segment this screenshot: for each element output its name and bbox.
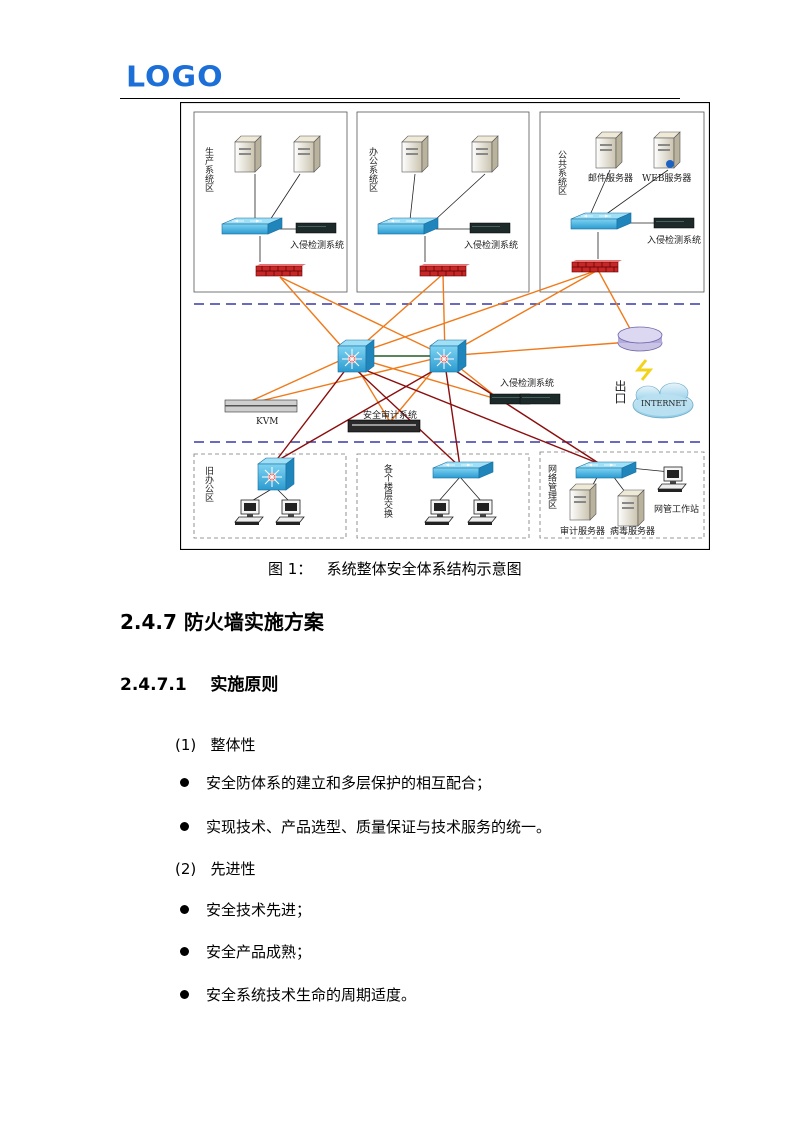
label-internet: INTERNET	[641, 399, 687, 408]
public-firewall	[571, 259, 623, 273]
audit-server	[569, 483, 597, 521]
label-nms-station: 网管工作站	[654, 503, 699, 515]
zone-office-text: 办公系统区	[367, 146, 378, 192]
label-ids-2: 入侵检测系统	[464, 239, 518, 251]
label-audit-system: 安全审计系统	[363, 409, 417, 421]
bullet-icon	[180, 947, 189, 956]
zone-floor-text: 各个楼层交换	[382, 463, 393, 519]
bullet-icon	[180, 822, 189, 831]
logo: LOGO	[126, 60, 224, 95]
label-ids-3: 入侵检测系统	[647, 234, 701, 246]
production-server-1	[234, 135, 262, 173]
office-ids	[469, 222, 511, 234]
mgmt-switch	[575, 461, 637, 479]
production-switch	[221, 217, 283, 235]
zone-production-text: 生产系统区	[203, 146, 214, 192]
list-item: 安全技术先进；	[206, 901, 312, 919]
list-item: (2) 先进性	[175, 860, 256, 878]
bullet-icon	[180, 990, 189, 999]
office-switch	[377, 217, 439, 235]
zone-old-office-text: 旧办公区	[203, 466, 214, 502]
office-server-2	[471, 135, 499, 173]
section-heading: 2.4.7 防火墙实施方案	[120, 610, 324, 634]
subsection-heading: 2.4.7.1 实施原则	[120, 675, 279, 695]
production-firewall	[255, 263, 307, 277]
list-item: (1) 整体性	[175, 736, 256, 754]
figure-caption: 图 1： 系统整体安全体系结构示意图	[268, 560, 522, 578]
production-ids	[295, 222, 337, 234]
core-switch-1	[337, 339, 375, 373]
bullet-icon	[180, 905, 189, 914]
list-item: 实现技术、产品选型、质量保证与技术服务的统一。	[206, 818, 552, 836]
list-item: 安全产品成熟；	[206, 943, 312, 961]
core-ids	[489, 393, 561, 405]
internet-cloud	[632, 382, 694, 419]
production-server-2	[293, 135, 321, 173]
zone-public-text: 公共系统区	[556, 150, 567, 195]
label-web-server: WEB服务器	[642, 172, 691, 184]
mail-server	[595, 131, 623, 169]
list-item: 安全防体系的建立和多层保护的相互配合；	[206, 774, 492, 792]
label-mail-server: 邮件服务器	[588, 172, 633, 184]
label-ids-1: 入侵检测系统	[290, 239, 344, 251]
av-server	[617, 489, 645, 527]
core-switch-2	[429, 339, 467, 373]
old-office-switch	[257, 457, 295, 491]
label-kvm: KVM	[256, 417, 278, 427]
header-rule	[120, 98, 680, 99]
list-item: 安全系统技术生命的周期适度。	[206, 986, 417, 1004]
public-ids	[653, 217, 695, 229]
label-av-server: 病毒服务器	[610, 525, 655, 537]
public-switch	[570, 212, 632, 230]
zone-mgmt-text: 网络管理区	[546, 464, 557, 509]
office-firewall	[419, 263, 471, 277]
office-server-1	[401, 135, 429, 173]
label-audit-server: 审计服务器	[560, 525, 605, 537]
bullet-icon	[180, 778, 189, 787]
label-exit: 出口	[613, 380, 627, 404]
floor-switch	[432, 461, 494, 479]
label-ids-core: 入侵检测系统	[500, 377, 554, 389]
network-security-diagram: 生产系统区 办公系统区 公共系统区 旧办公区 各个楼层交换 网络管理区 入侵检测…	[180, 102, 710, 550]
